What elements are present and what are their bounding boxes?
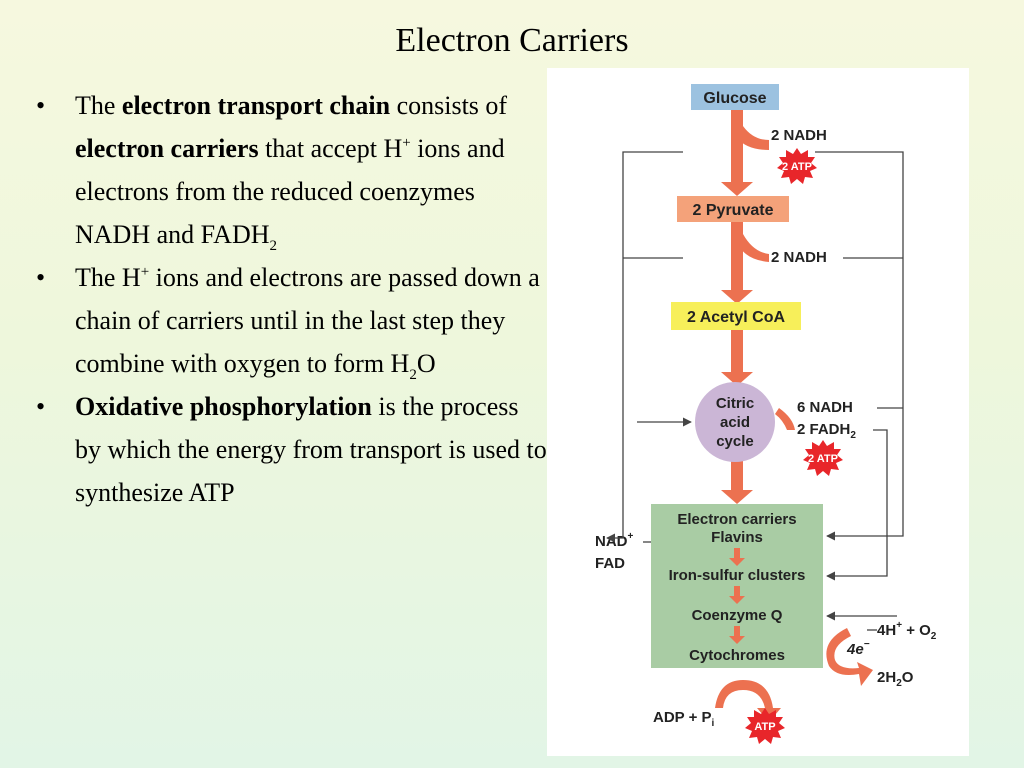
bullet-dot: • (36, 91, 46, 120)
pyruvate-box (677, 196, 789, 222)
metabolism-diagram: Glucose 2 NADH 2 ATP 2 Pyruvate 2 NADH 2… (547, 68, 969, 756)
proton-oxygen-label: 4H+ + O2 (877, 620, 937, 642)
slide-title: Electron Carriers (395, 22, 629, 59)
connector-lines (606, 151, 904, 631)
diagram-canvas: Glucose 2 NADH 2 ATP 2 Pyruvate 2 NADH 2… (595, 84, 937, 744)
fad-label: FAD (595, 555, 625, 572)
etc-iron-sulfur-label: Iron-sulfur clusters (669, 567, 806, 584)
arrow-acetyl-citric (721, 330, 753, 386)
citric-label-line3: cycle (716, 433, 754, 450)
nad-label: NAD+ (595, 531, 634, 550)
citric-label-line1: Citric (716, 395, 754, 412)
right-fadh-line (826, 429, 888, 581)
water-label: 2H2O (877, 669, 914, 689)
glucose-label: Glucose (703, 90, 766, 107)
electrons-label: 4e− (846, 639, 870, 658)
glucose-box (691, 84, 779, 110)
adp-label: ADP + Pi (653, 709, 715, 729)
bullet-dot: • (36, 392, 46, 421)
arrow-electrons-curve (826, 628, 873, 686)
bullet-item-1: • The electron transport chain consists … (30, 84, 550, 256)
fadh-citric-label: 2 FADH2 (797, 421, 856, 441)
etc-arrow-2 (729, 586, 745, 604)
branch-citric (775, 408, 795, 430)
atp-burst-citric (803, 440, 843, 476)
nadh-pyruvate-label: 2 NADH (771, 249, 827, 266)
etc-arrow-1 (729, 548, 745, 566)
nadh-glycolysis-label: 2 NADH (771, 127, 827, 144)
acetyl-coa-box (671, 302, 801, 330)
atp-final-label: ATP (754, 721, 775, 733)
branch-pyruvate (739, 234, 769, 262)
atp-glycolysis-label: 2 ATP (782, 161, 812, 173)
left-feed-top (606, 151, 683, 543)
etc-coenzyme-q-label: Coenzyme Q (692, 607, 783, 624)
etc-cytochromes-label: Cytochromes (689, 647, 785, 664)
atp-burst-glycolysis (777, 148, 817, 184)
bullet-text: The electron transport chain consists of… (75, 91, 508, 254)
bullet-dot: • (36, 263, 46, 292)
etc-flavins-label: Flavins (711, 529, 763, 546)
arrow-glucose-pyruvate (721, 108, 753, 196)
acetyl-coa-label: 2 Acetyl CoA (687, 309, 786, 326)
bullet-item-3: • Oxidative phosphorylation is the proce… (30, 385, 550, 514)
arrow-citric-etc (721, 460, 753, 504)
atp-citric-label: 2 ATP (808, 453, 838, 465)
arrow-pyruvate-acetyl (721, 222, 753, 304)
right-nadh-glycolysis (815, 151, 904, 541)
bullet-list: • The electron transport chain consists … (30, 84, 550, 514)
branch-glycolysis (737, 126, 769, 150)
atp-burst-final (745, 708, 785, 744)
pyruvate-label: 2 Pyruvate (693, 202, 774, 219)
bullet-item-2: • The H+ ions and electrons are passed d… (30, 256, 550, 385)
nadh-citric-label: 6 NADH (797, 399, 853, 416)
citric-acid-cycle-circle (695, 382, 775, 462)
citric-label-line2: acid (720, 414, 750, 431)
main-flow-arrows (715, 108, 873, 722)
etc-arrow-3 (729, 626, 745, 644)
etc-header-label: Electron carriers (677, 511, 796, 528)
bullet-text: The H+ ions and electrons are passed dow… (75, 263, 540, 383)
bullet-text: Oxidative phosphorylation is the process… (75, 392, 547, 507)
etc-small-arrows (729, 548, 745, 644)
